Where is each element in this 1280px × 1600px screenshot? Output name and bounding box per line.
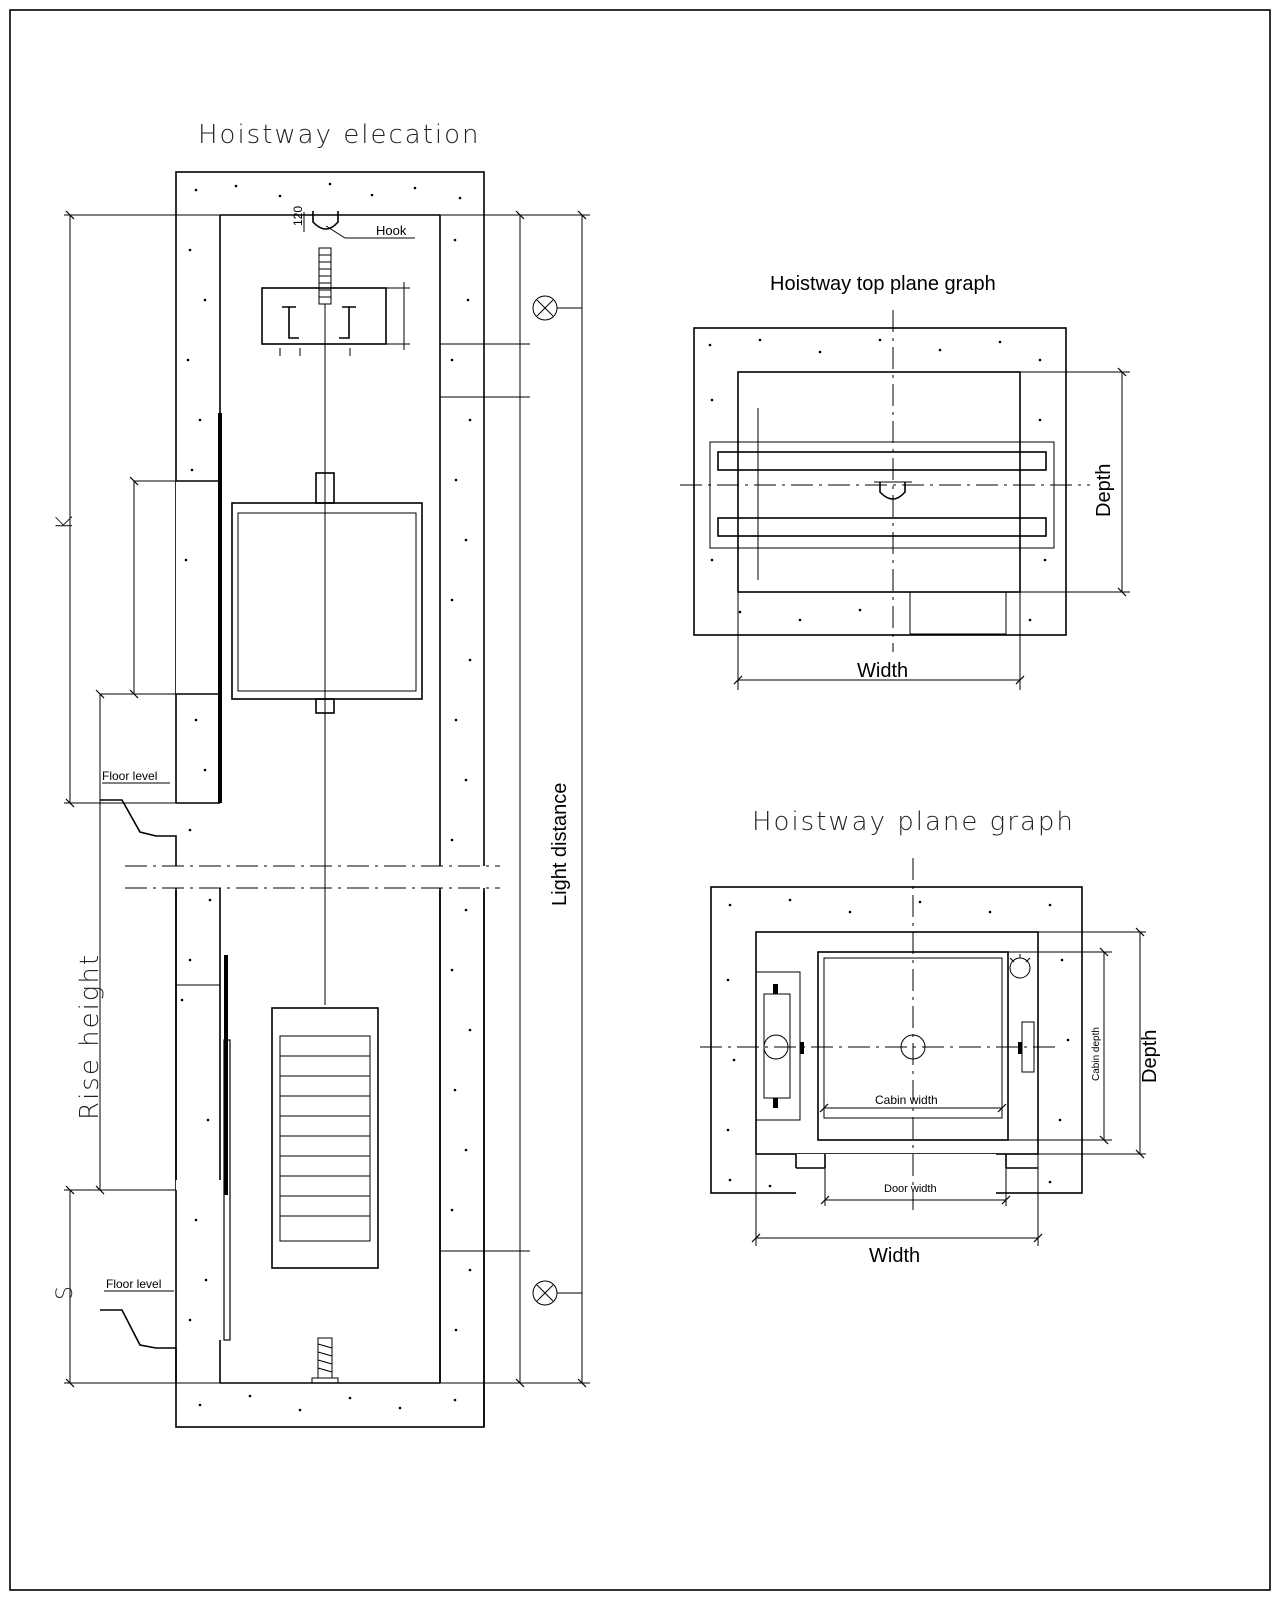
k-label: K xyxy=(53,514,78,530)
elevation-title: Hoistway elecation xyxy=(198,120,481,150)
top-plane-width-label: Width xyxy=(857,660,908,682)
hook-dimension: 120 xyxy=(291,206,305,226)
door-width-label: Door width xyxy=(884,1183,937,1195)
top-plane-speckles xyxy=(708,338,1047,622)
machine-beam xyxy=(261,282,410,356)
top-plane-depth-label: Depth xyxy=(1093,464,1115,517)
plane-speckles xyxy=(726,898,1070,1188)
hoistway-elevation: Hoistway elecation xyxy=(53,120,590,1428)
floor-level-lower: Floor level xyxy=(106,1277,161,1291)
floor-level-upper: Floor level xyxy=(102,769,157,783)
lighting-symbol-lower xyxy=(532,1280,582,1306)
elevation-concrete-walls xyxy=(100,171,500,1428)
cabin-width-label: Cabin width xyxy=(875,1093,938,1107)
sheet-border xyxy=(9,9,1271,1591)
counterweight-plan xyxy=(755,971,804,1121)
s-label: S xyxy=(53,1284,78,1300)
elevation-left-dimensions: K Rise height S Floor level Floor level xyxy=(53,210,220,1388)
hoistway-plane: Hoistway plane graph xyxy=(700,807,1161,1267)
rise-height-label: Rise height xyxy=(75,953,105,1120)
hook-label: Hook xyxy=(376,223,407,238)
traction-rope xyxy=(318,247,332,1005)
cabin-depth-label: Cabin depth xyxy=(1091,1027,1102,1081)
plane-title: Hoistway plane graph xyxy=(752,807,1075,837)
plane-depth-label: Depth xyxy=(1139,1030,1161,1083)
hoistway-top-plane: Hoistway top plane graph Depth Width xyxy=(680,273,1130,690)
hook-symbol: Hook 120 xyxy=(291,206,415,239)
elevation-right-dimensions: Light distance xyxy=(440,210,590,1388)
pit-buffer xyxy=(311,1337,339,1384)
plane-width-label: Width xyxy=(869,1245,920,1267)
elevation-concrete-speckles xyxy=(180,182,472,1412)
light-distance-label: Light distance xyxy=(549,783,571,906)
counterweight xyxy=(271,1007,379,1269)
elevator-car xyxy=(231,472,423,714)
lighting-symbol-upper xyxy=(532,295,582,321)
top-plane-title: Hoistway top plane graph xyxy=(770,273,996,295)
